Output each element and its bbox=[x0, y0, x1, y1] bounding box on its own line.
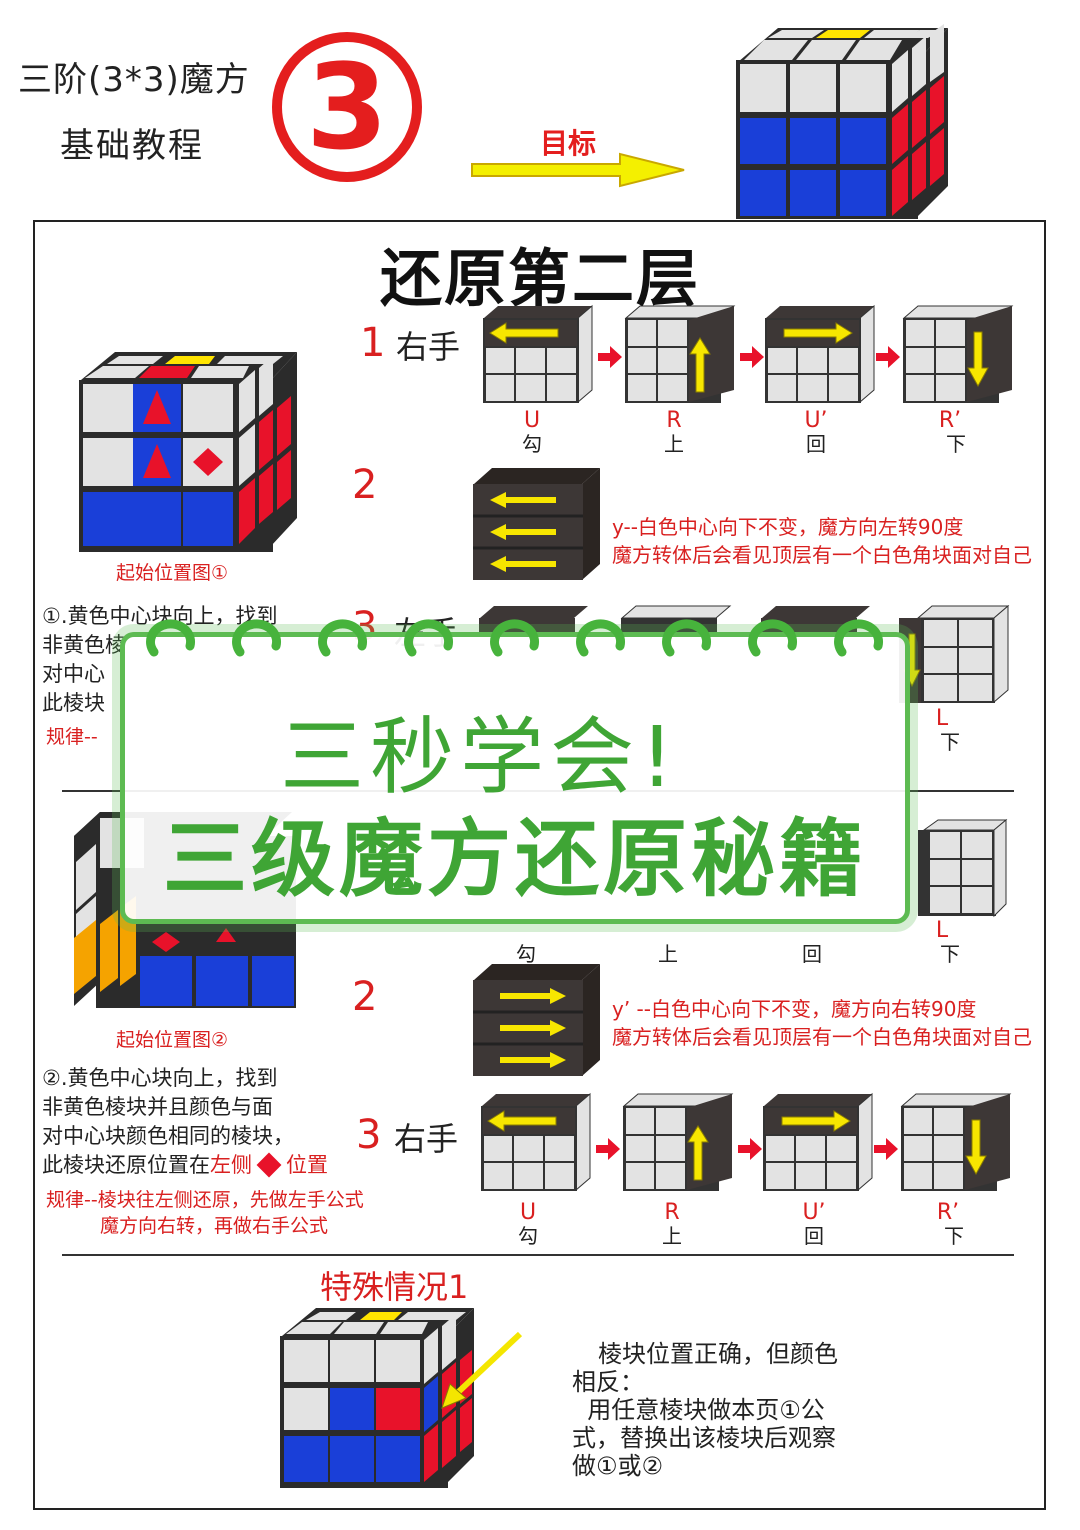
move-code: U bbox=[523, 408, 541, 433]
case1-step-1-hand: 右手 bbox=[396, 328, 461, 366]
move-desc: 回 bbox=[806, 432, 826, 456]
case2-description-highlight: 左侧 bbox=[210, 1153, 252, 1177]
move-desc: 勾 bbox=[522, 432, 542, 456]
special-text-line-4: 式，替换出该棱块后观察 bbox=[572, 1424, 836, 1452]
special-text-line-1: 棱块位置正确，但颜色 bbox=[598, 1340, 838, 1368]
case2-rotation-note-1: y’ --白色中心向下不变，魔方向右转90度 bbox=[612, 997, 977, 1021]
special-text-line-3: 用任意棱块做本页①公 bbox=[572, 1396, 825, 1424]
next-arrow-icon bbox=[876, 346, 900, 368]
case2-step-3-hand: 右手 bbox=[394, 1120, 459, 1158]
target-position-diamond-icon bbox=[256, 1152, 282, 1178]
move-u-prime-cube-icon bbox=[765, 304, 875, 404]
promo-overlay-card bbox=[120, 632, 910, 924]
next-arrow-icon bbox=[598, 346, 622, 368]
rotate-y-prime-cube-icon bbox=[473, 964, 600, 1076]
next-arrow-icon bbox=[740, 346, 764, 368]
special-text-line-5: 做①或② bbox=[572, 1452, 664, 1480]
case2-step-2-number: 2 bbox=[352, 974, 378, 1020]
move-r-cube-icon bbox=[624, 305, 736, 403]
move-code: U’ bbox=[802, 1200, 826, 1225]
start-caption-2: 起始位置图② bbox=[116, 1029, 229, 1051]
case2-step-3-number: 3 bbox=[356, 1112, 382, 1158]
tutorial-subtitle: 基础教程 bbox=[60, 126, 204, 166]
move-l-cube-icon bbox=[899, 604, 1010, 704]
move-desc: 上 bbox=[658, 942, 678, 966]
next-arrow-icon bbox=[874, 1138, 898, 1160]
move-code: R bbox=[666, 408, 682, 433]
case2-rotation-note-2: 魔方转体后会看见顶层有一个白色角块面对自己 bbox=[612, 1025, 1032, 1049]
move-code: R’ bbox=[936, 1200, 960, 1225]
case2-description-line-4: 此棱块还原位置在左侧 位置 bbox=[42, 1151, 328, 1180]
move-r-prime-cube-icon bbox=[902, 305, 1014, 403]
case2-description-tail: 位置 bbox=[286, 1153, 328, 1177]
case1-step-1-number: 1 bbox=[360, 320, 386, 366]
special-text-line-2: 相反： bbox=[572, 1368, 644, 1396]
rotate-y-cube-icon bbox=[473, 468, 600, 580]
goal-cube-illustration bbox=[730, 14, 955, 219]
move-code: R’ bbox=[938, 408, 962, 433]
section-title: 还原第二层 bbox=[379, 242, 700, 315]
move-desc: 回 bbox=[802, 942, 822, 966]
move-desc: 上 bbox=[662, 1224, 682, 1248]
start-caption-1: 起始位置图① bbox=[116, 562, 229, 584]
special-case-cube-illustration bbox=[280, 1308, 523, 1488]
move-desc: 勾 bbox=[518, 1224, 538, 1248]
case2-description-line-2: 非黄色棱块并且颜色与面 bbox=[42, 1095, 273, 1119]
case1-rotation-note-1: y--白色中心向下不变，魔方向左转90度 bbox=[612, 515, 964, 539]
promo-headline: 三秒学会! bbox=[280, 708, 680, 806]
case2-rule-line-1: 规律--棱块往左侧还原，先做左手公式 bbox=[46, 1189, 364, 1211]
binder-rings-icon bbox=[146, 619, 884, 657]
move-desc: 下 bbox=[940, 942, 960, 966]
move-desc: 上 bbox=[664, 432, 684, 456]
section-divider bbox=[62, 1254, 1014, 1256]
case1-step-2-number: 2 bbox=[352, 462, 378, 508]
case2-description-lead: 此棱块还原位置在 bbox=[42, 1153, 210, 1177]
move-l-cube-icon bbox=[918, 818, 1008, 918]
case1-description-line-2: 非黄色棱 bbox=[42, 633, 126, 657]
move-code: U bbox=[519, 1200, 537, 1225]
goal-label: 目标 bbox=[540, 127, 597, 160]
move-desc: 回 bbox=[804, 1224, 824, 1248]
case2-rule-line-2: 魔方向右转，再做右手公式 bbox=[100, 1215, 329, 1237]
next-arrow-icon bbox=[596, 1138, 620, 1160]
case1-description-line-4: 此棱块 bbox=[42, 691, 105, 715]
special-case-title: 特殊情况1 bbox=[320, 1268, 469, 1306]
next-arrow-icon bbox=[738, 1138, 762, 1160]
promo-subheadline: 三级魔方还原秘籍 bbox=[162, 810, 867, 908]
move-code: R bbox=[664, 1200, 680, 1225]
case2-description-line-1: ②.黄色中心块向上，找到 bbox=[42, 1066, 278, 1090]
move-code: L bbox=[935, 706, 949, 731]
case1-rule: 规律-- bbox=[46, 726, 98, 748]
move-desc: 下 bbox=[940, 730, 960, 754]
move-desc: 下 bbox=[944, 1224, 964, 1248]
tutorial-panel bbox=[33, 220, 1046, 1510]
lesson-number-badge: 3 bbox=[272, 32, 422, 182]
move-r-cube-icon bbox=[622, 1093, 734, 1191]
move-code: L bbox=[935, 918, 949, 943]
case1-description-line-3: 对中心 bbox=[42, 662, 105, 686]
move-u-cube-icon bbox=[481, 1092, 591, 1192]
tutorial-title: 三阶(3*3)魔方 bbox=[18, 60, 250, 100]
move-code: U’ bbox=[804, 408, 828, 433]
case2-description-line-3: 对中心块颜色相同的棱块， bbox=[42, 1124, 294, 1148]
move-desc: 勾 bbox=[516, 942, 536, 966]
start-cube-1-illustration bbox=[79, 352, 297, 552]
goal-arrow-icon bbox=[471, 152, 685, 188]
move-desc: 下 bbox=[946, 432, 966, 456]
move-u-prime-cube-icon bbox=[763, 1092, 873, 1192]
case1-rotation-note-2: 魔方转体后会看见顶层有一个白色角块面对自己 bbox=[612, 543, 1032, 567]
move-u-cube-icon bbox=[483, 304, 593, 404]
move-r-prime-cube-icon bbox=[900, 1093, 1012, 1191]
